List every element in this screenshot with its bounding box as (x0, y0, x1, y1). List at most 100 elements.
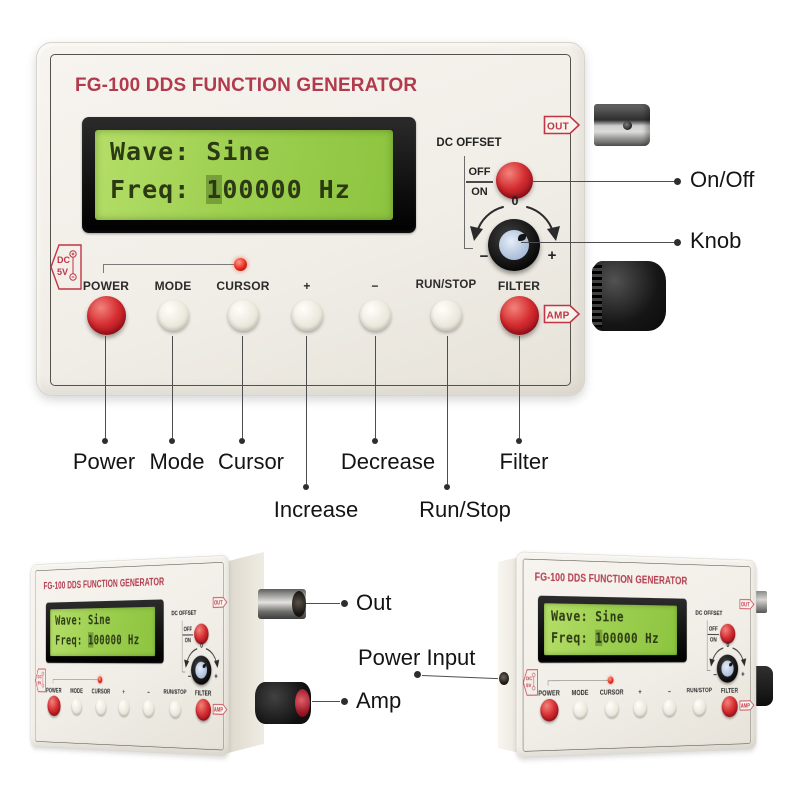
lcd-line-freq: Freq: 100000 Hz (110, 175, 351, 204)
callout-label-power-input: Power Input (358, 645, 476, 670)
increase-button[interactable] (292, 300, 323, 331)
callout-label-amp: Amp (356, 688, 402, 713)
mode-button[interactable] (158, 300, 189, 331)
callout-line-out (306, 603, 340, 604)
decrease-button[interactable] (142, 699, 155, 717)
mode-button[interactable] (71, 698, 83, 715)
callout-line-knob (521, 242, 676, 243)
filter-button[interactable] (195, 698, 211, 722)
amplitude-knob (751, 666, 773, 706)
callout-dot-run-stop (444, 484, 450, 490)
callout-line-cursor (242, 336, 243, 438)
function-generator-angled-left-view: FG-100 DDS FUNCTION GENERATOR Wave: Sine… (22, 554, 230, 757)
amplitude-knob-side[interactable] (592, 261, 666, 331)
power-led (234, 258, 247, 271)
lcd-cursor: 1 (206, 175, 223, 204)
callout-dot-out (341, 600, 348, 607)
power-led (97, 676, 103, 684)
filter-button[interactable] (500, 296, 539, 335)
dc-offset-bracket-line (464, 156, 473, 249)
dc-5v-badge: DC 5V (50, 244, 82, 290)
increase-button-label: + (122, 687, 125, 696)
callout-line-filter (519, 336, 520, 438)
bnc-output-connector[interactable] (258, 589, 306, 619)
amp-badge: AMP (739, 700, 754, 711)
lcd-display: Wave: Sine Freq: 100000 Hz (82, 117, 416, 233)
svg-text:AMP: AMP (547, 311, 570, 322)
run-stop-button[interactable] (431, 300, 462, 331)
decrease-button[interactable] (360, 300, 391, 331)
callout-line-power-input (421, 675, 498, 680)
dc-offset-label: DC OFFSET (695, 609, 723, 617)
device-title: FG-100 DDS FUNCTION GENERATOR (75, 74, 418, 96)
callout-label-decrease: Decrease (340, 449, 436, 474)
run-stop-button[interactable] (169, 700, 182, 718)
increase-button[interactable] (118, 699, 130, 717)
knob-plus-label: + (547, 247, 557, 264)
increase-button-label: + (303, 279, 311, 293)
filter-button-label: FILTER (720, 686, 739, 695)
knob-plus-label: + (741, 669, 745, 679)
power-led-line (103, 264, 235, 273)
knob-cap (499, 230, 529, 260)
function-generator-angled-right-view: FG-100 DDS FUNCTION GENERATOR Wave: Sine… (516, 551, 764, 758)
callout-line-power (105, 336, 106, 438)
callout-label-increase: Increase (273, 497, 359, 522)
svg-text:DC: DC (526, 676, 533, 682)
dc-5v-badge: DC 5V (35, 668, 46, 692)
run-stop-button-label: RUN/STOP (686, 687, 713, 695)
off-label: OFF (183, 625, 193, 633)
bnc-output-connector[interactable] (594, 104, 650, 146)
cursor-button[interactable] (228, 300, 259, 331)
front-panel-frame (50, 54, 571, 386)
dc-offset-knob[interactable] (716, 654, 739, 683)
knob-cap (721, 660, 734, 677)
cursor-button[interactable] (95, 698, 107, 716)
out-badge: OUT (213, 596, 228, 608)
run-stop-button-label: RUN/STOP (415, 279, 477, 291)
callout-label-cursor: Cursor (217, 449, 285, 474)
cursor-button-label: CURSOR (216, 279, 270, 293)
callout-label-knob: Knob (690, 228, 742, 253)
lcd-display: Wave: Sine Freq: 100000 Hz (537, 595, 687, 663)
callout-dot-decrease (372, 438, 378, 444)
callout-label-on-off: On/Off (690, 167, 755, 192)
filter-button-label: FILTER (194, 689, 212, 698)
power-button[interactable] (87, 296, 126, 335)
svg-text:OUT: OUT (741, 602, 750, 608)
callout-line-increase (306, 336, 307, 484)
filter-button-label: FILTER (497, 279, 541, 293)
on-label: ON (471, 186, 488, 198)
amplitude-knob[interactable] (255, 682, 311, 724)
svg-text:DC: DC (38, 674, 42, 680)
callout-label-out: Out (356, 590, 392, 615)
knob-plus-label: + (214, 671, 218, 682)
dc-offset-button[interactable] (496, 162, 533, 199)
lcd-line-freq: Freq: 100000 Hz (551, 629, 659, 647)
dc-offset-knob[interactable] (191, 655, 212, 685)
dc-offset-label: DC OFFSET (171, 609, 197, 617)
callout-label-filter: Filter (499, 449, 549, 474)
left-device-side-panel (224, 552, 264, 754)
knob-zero-label: 0 (511, 194, 519, 208)
lcd-line-freq: Freq: 100000 Hz (55, 631, 140, 648)
power-led (607, 676, 614, 684)
amp-badge: AMP (213, 704, 228, 716)
increase-button-label: + (638, 688, 642, 696)
callout-dot-power-input (414, 671, 421, 678)
lcd-line-wave: Wave: Sine (110, 137, 271, 166)
dc-offset-knob[interactable] (488, 219, 540, 271)
power-button[interactable] (47, 695, 61, 717)
svg-text:5V: 5V (526, 683, 532, 689)
power-button-label: POWER (538, 689, 560, 698)
out-badge: OUT (543, 115, 581, 135)
lcd-screen: Wave: Sine Freq: 100000 Hz (95, 130, 393, 220)
decrease-button-label: − (371, 279, 379, 293)
power-input-jack[interactable] (499, 672, 509, 685)
svg-text:DC: DC (57, 255, 70, 265)
decrease-button-label: − (667, 687, 671, 696)
cursor-button-label: CURSOR (91, 687, 111, 696)
run-stop-button-label: RUN/STOP (163, 688, 187, 696)
callout-line-mode (172, 336, 173, 438)
